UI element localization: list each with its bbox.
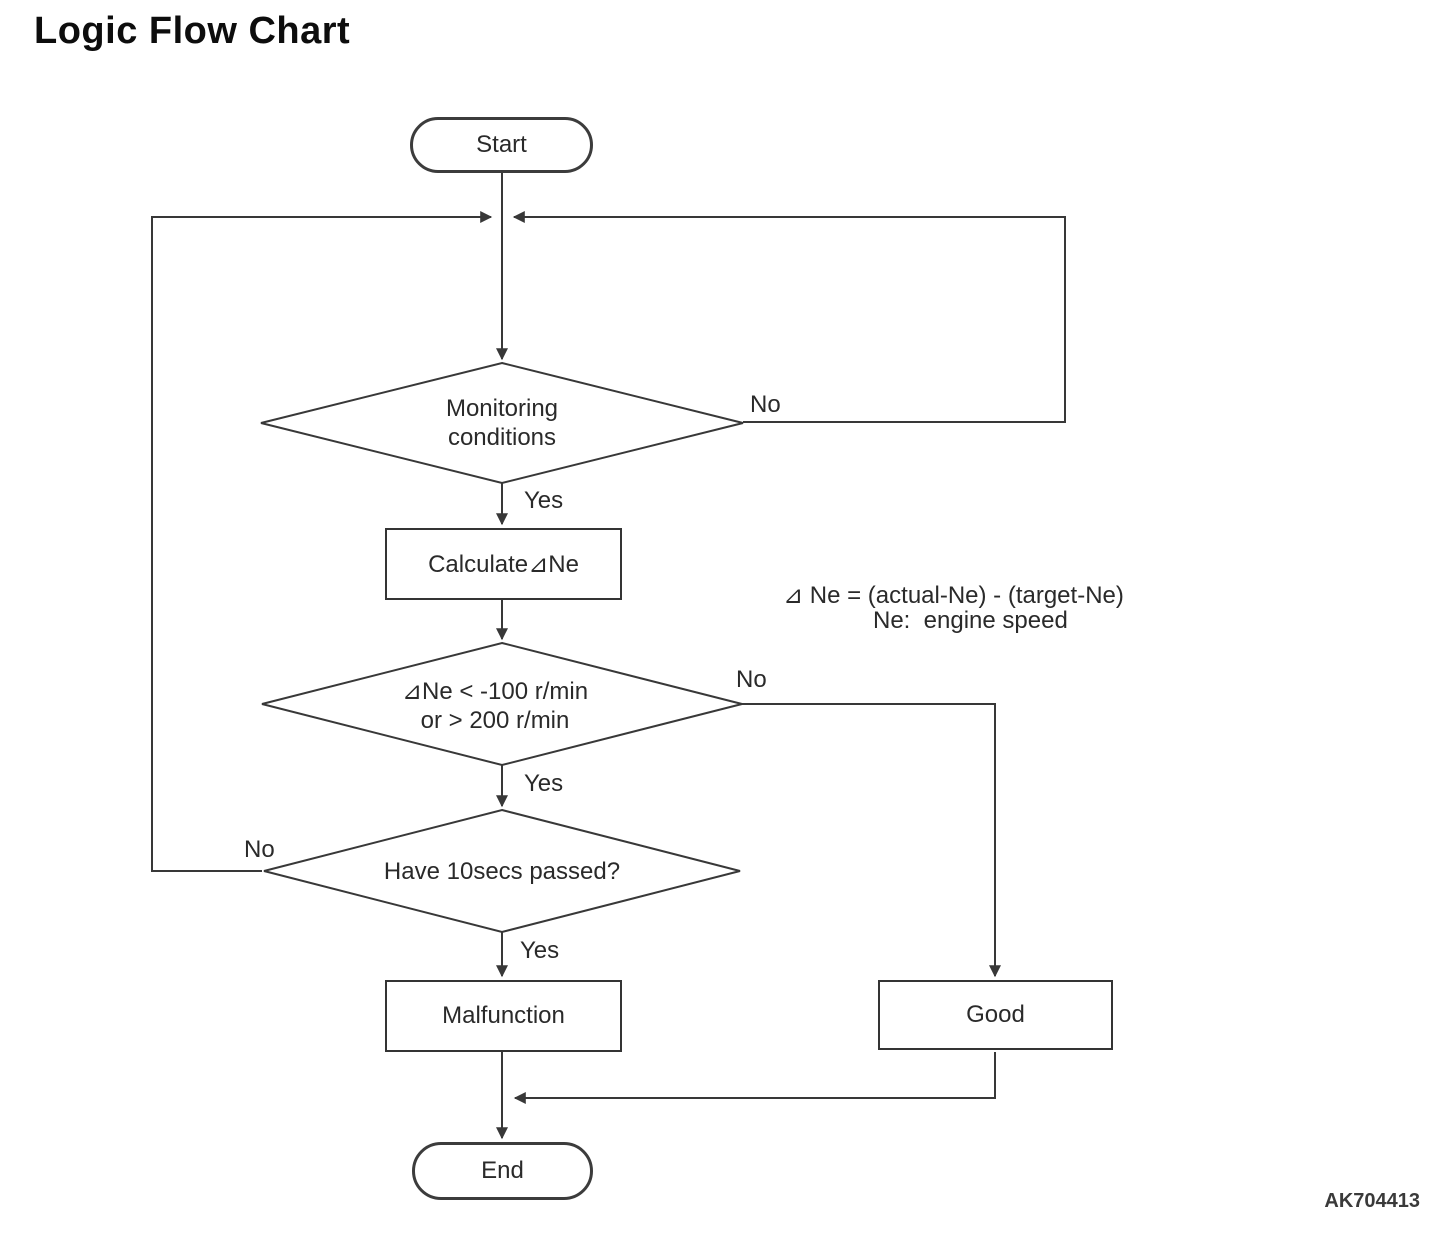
delta-no-label: No	[736, 666, 767, 693]
decision-timer-check-line1: Have 10secs passed?	[383, 858, 621, 885]
monitoring-yes-label: Yes	[524, 487, 564, 514]
decision-timer-check-shape	[263, 808, 741, 934]
timer-no-label: No	[244, 836, 275, 863]
edge-delta-no-to-good	[740, 703, 1001, 978]
edge-good-to-merge	[513, 1052, 996, 1104]
decision-monitoring-line1: Monitoring	[445, 395, 559, 422]
monitoring-no-label: No	[750, 391, 781, 418]
calculate-delta-ne-node: Calculate⊿Ne	[385, 528, 622, 600]
delta-ne-formula-line2: Ne: engine speed	[873, 607, 1068, 634]
decision-monitoring-label: Monitoring conditions	[332, 394, 672, 452]
page-title: Logic Flow Chart	[34, 10, 351, 52]
good-node: Good	[878, 980, 1113, 1050]
start-node: Start	[410, 117, 593, 173]
start-node-label: Start	[476, 131, 527, 158]
timer-yes-label: Yes	[520, 937, 560, 964]
good-label: Good	[966, 1001, 1025, 1028]
delta-yes-label: Yes	[524, 770, 564, 797]
decision-delta-check-label: ⊿Ne < -100 r/min or > 200 r/min	[325, 677, 665, 735]
figure-code: AK704413	[1324, 1190, 1420, 1212]
malfunction-node: Malfunction	[385, 980, 622, 1052]
decision-delta-check-shape	[261, 641, 743, 767]
decision-monitoring-line2: conditions	[447, 424, 557, 451]
edge-timer-no-loop	[151, 211, 493, 872]
malfunction-label: Malfunction	[442, 1002, 565, 1029]
decision-delta-check-line1: ⊿Ne < -100 r/min	[401, 678, 589, 705]
delta-ne-formula-line1: ⊿ Ne = (actual-Ne) - (target-Ne)	[783, 582, 1124, 609]
decision-timer-check-label: Have 10secs passed?	[332, 857, 672, 886]
decision-monitoring-shape	[260, 361, 744, 485]
calculate-delta-ne-label: Calculate⊿Ne	[428, 550, 579, 578]
decision-delta-check-line2: or > 200 r/min	[420, 707, 570, 734]
edge-monitoring-no-loop	[512, 211, 1066, 423]
end-node-label: End	[481, 1157, 524, 1184]
end-node: End	[412, 1142, 593, 1200]
